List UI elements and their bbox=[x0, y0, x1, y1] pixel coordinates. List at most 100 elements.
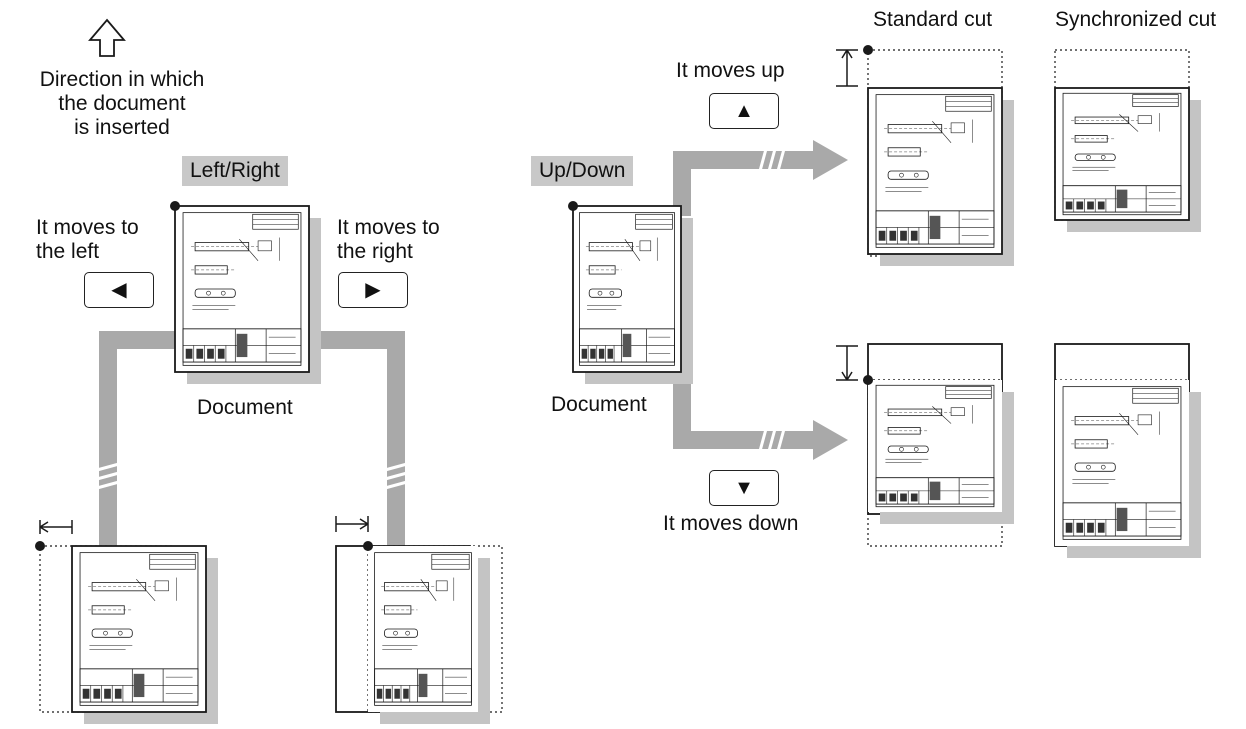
result-moved-down-synchronized bbox=[1055, 380, 1201, 558]
drawing-border bbox=[1062, 386, 1182, 540]
title-block-cell bbox=[403, 688, 409, 699]
title-block-cell bbox=[900, 230, 907, 241]
dimension-box bbox=[950, 122, 965, 134]
hole bbox=[899, 172, 904, 178]
slot-outline bbox=[194, 288, 236, 298]
origin-dot bbox=[863, 45, 873, 55]
dimension-box bbox=[1137, 115, 1152, 124]
part-outline bbox=[384, 605, 412, 615]
title-block-cell bbox=[207, 348, 214, 359]
part-outline bbox=[588, 265, 616, 275]
parts-list-box bbox=[1132, 94, 1179, 107]
title-block-stamp bbox=[622, 333, 632, 358]
title-block-cell bbox=[1065, 201, 1073, 210]
right-triangle-icon: ▶ bbox=[365, 279, 381, 301]
offset-arrow bbox=[336, 518, 369, 530]
title-block-cell bbox=[1097, 201, 1105, 210]
result-moved-left bbox=[71, 545, 218, 724]
slot-outline bbox=[887, 445, 929, 453]
move-up-label: It moves up bbox=[676, 59, 785, 82]
parts-list-box bbox=[149, 553, 196, 570]
hole bbox=[899, 446, 904, 452]
result-moved-down-standard bbox=[868, 380, 1014, 524]
slot-outline bbox=[887, 170, 929, 180]
title-block-cell bbox=[1097, 522, 1105, 533]
parts-list-box bbox=[635, 213, 673, 230]
move-down-label: It moves down bbox=[663, 512, 799, 535]
up-triangle-icon: ▲ bbox=[734, 100, 754, 122]
parts-list-box bbox=[945, 386, 992, 399]
title-block-stamp bbox=[929, 215, 941, 240]
drawing-border bbox=[875, 94, 995, 248]
title-block-cell bbox=[910, 230, 918, 241]
hole bbox=[103, 630, 108, 636]
title-block-cell bbox=[1065, 522, 1073, 533]
break-mark bbox=[767, 148, 777, 172]
break-mark bbox=[776, 428, 786, 452]
title-block-stamp bbox=[1116, 189, 1128, 209]
hole bbox=[913, 446, 919, 452]
slot-outline bbox=[1074, 153, 1116, 161]
up-arrow-key[interactable]: ▲ bbox=[709, 93, 779, 129]
title-block-cell bbox=[196, 348, 204, 359]
dimension-box bbox=[257, 240, 272, 252]
parts-list-box bbox=[431, 553, 470, 570]
flow-arrow-right bbox=[310, 331, 405, 628]
title-block-cell bbox=[900, 493, 907, 502]
slot-outline bbox=[588, 288, 623, 298]
title-block-cell bbox=[889, 493, 897, 502]
break-mark bbox=[384, 462, 408, 472]
hole bbox=[117, 630, 123, 636]
down-arrow-key[interactable]: ▼ bbox=[709, 470, 779, 506]
offset-arrow bbox=[841, 346, 853, 381]
title-block-cell bbox=[1076, 522, 1084, 533]
leader-line bbox=[1119, 413, 1139, 435]
title-block-cell bbox=[93, 688, 101, 699]
drawing-border bbox=[79, 552, 199, 706]
title-block-stamp bbox=[133, 673, 145, 698]
title-block-stamp bbox=[929, 481, 941, 501]
offset-arrow bbox=[841, 49, 853, 86]
right-arrow-key[interactable]: ▶ bbox=[338, 272, 408, 308]
break-mark bbox=[758, 148, 768, 172]
title-block-cell bbox=[385, 688, 392, 699]
break-mark bbox=[96, 471, 120, 481]
down-triangle-icon: ▼ bbox=[734, 477, 754, 499]
hole bbox=[1086, 155, 1091, 160]
hole bbox=[1100, 155, 1106, 160]
left-right-tag: Left/Right bbox=[182, 156, 288, 186]
title-block-cell bbox=[598, 348, 605, 359]
title-block-cell bbox=[82, 688, 90, 699]
title-block-cell bbox=[1076, 201, 1084, 210]
origin-dot bbox=[363, 541, 373, 551]
title-block-stamp bbox=[1116, 507, 1128, 532]
drawing-border bbox=[182, 212, 302, 366]
slot-outline bbox=[91, 628, 133, 638]
left-arrow-key[interactable]: ◀ bbox=[84, 272, 154, 308]
standard-cut-heading: Standard cut bbox=[873, 8, 993, 31]
title-block-cell bbox=[878, 493, 886, 502]
result-moved-right bbox=[368, 546, 490, 724]
result-moved-up-standard bbox=[867, 87, 1014, 266]
title-block-cell bbox=[185, 348, 193, 359]
flow-arrowhead-down bbox=[813, 420, 848, 460]
document-label-right: Document bbox=[551, 393, 647, 416]
move-right-label: It moves to the right bbox=[337, 216, 440, 263]
leader-line bbox=[420, 579, 437, 601]
hole bbox=[597, 290, 603, 296]
title-block-cell bbox=[878, 230, 886, 241]
leader-line bbox=[239, 239, 259, 261]
hole bbox=[1100, 464, 1106, 470]
hole bbox=[609, 290, 615, 296]
parts-list-box bbox=[945, 95, 992, 112]
leader-line bbox=[932, 406, 952, 424]
parts-list-box bbox=[1132, 387, 1179, 404]
dimension-box bbox=[435, 580, 448, 592]
move-left-label: It moves to the left bbox=[36, 216, 139, 263]
title-block-cell bbox=[114, 688, 122, 699]
title-block-cell bbox=[590, 348, 596, 359]
break-mark bbox=[96, 462, 120, 472]
title-block-cell bbox=[581, 348, 588, 359]
source-document-right bbox=[568, 201, 693, 384]
dimension-box bbox=[1137, 414, 1152, 426]
